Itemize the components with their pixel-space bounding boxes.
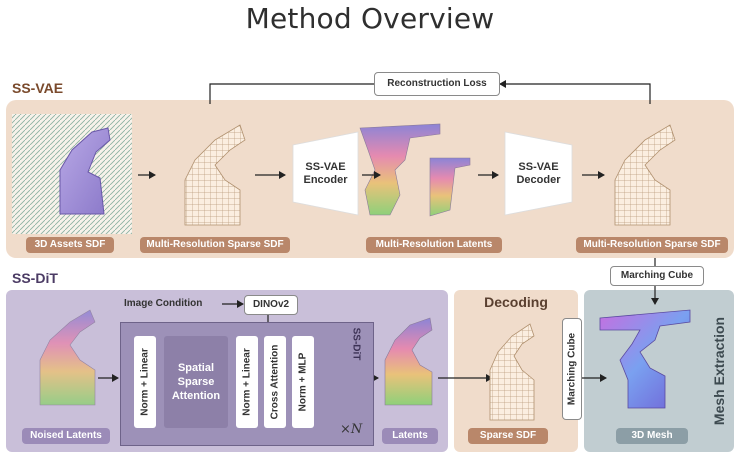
latents-tag: Latents	[382, 428, 438, 444]
ss-dit-label: SS-DiT	[12, 270, 58, 286]
page-title: Method Overview	[245, 2, 495, 35]
ss-vae-decoder: SS-VAE Decoder	[505, 132, 572, 215]
norm-linear-2-block: Norm + Linear	[236, 336, 258, 428]
ss-dit-block-label-wrap: SS-DiT	[348, 324, 364, 364]
dinov2-box: DINOv2	[244, 295, 298, 315]
marching-cube-bottom-label: Marching Cube	[566, 332, 578, 406]
norm-linear-1-label: Norm + Linear	[139, 348, 151, 416]
sparse-sdf-tag: Sparse SDF	[468, 428, 548, 444]
mr-sparse-sdf-in-tag: Multi-Resolution Sparse SDF	[140, 237, 290, 253]
cross-attention-label: Cross Attention	[269, 344, 281, 420]
marching-cube-top-box: Marching Cube	[610, 266, 704, 286]
mesh-extraction-label: Mesh Extraction	[711, 316, 727, 426]
norm-mlp-block: Norm + MLP	[292, 336, 314, 428]
ss-vae-encoder: SS-VAE Encoder	[293, 132, 358, 215]
ss-dit-block-label: SS-DiT	[350, 327, 362, 361]
norm-mlp-label: Norm + MLP	[297, 352, 309, 412]
ss-vae-encoder-label: SS-VAE Encoder	[303, 160, 348, 186]
decoding-label: Decoding	[484, 294, 548, 310]
reconstruction-loss-box: Reconstruction Loss	[374, 72, 500, 96]
mr-latents-tag: Multi-Resolution Latents	[366, 237, 502, 253]
repeat-n-label: ×N	[340, 422, 363, 437]
assets-sdf-tag: 3D Assets SDF	[26, 237, 114, 253]
mesh-extraction-label-wrap: Mesh Extraction	[706, 296, 732, 446]
cross-attention-block: Cross Attention	[264, 336, 286, 428]
mesh-tag: 3D Mesh	[616, 428, 688, 444]
image-condition-label: Image Condition	[124, 298, 203, 309]
marching-cube-bottom-box: Marching Cube	[562, 318, 582, 420]
spatial-sparse-attention-label: Spatial Sparse Attention	[171, 362, 221, 402]
noised-latents-tag: Noised Latents	[22, 428, 110, 444]
spatial-sparse-attention-block: Spatial Sparse Attention	[164, 336, 228, 428]
ss-vae-label: SS-VAE	[12, 80, 64, 96]
norm-linear-1-block: Norm + Linear	[134, 336, 156, 428]
ss-vae-decoder-label: SS-VAE Decoder	[516, 160, 561, 186]
mr-sparse-sdf-out-tag: Multi-Resolution Sparse SDF	[576, 237, 728, 253]
norm-linear-2-label: Norm + Linear	[241, 348, 253, 416]
